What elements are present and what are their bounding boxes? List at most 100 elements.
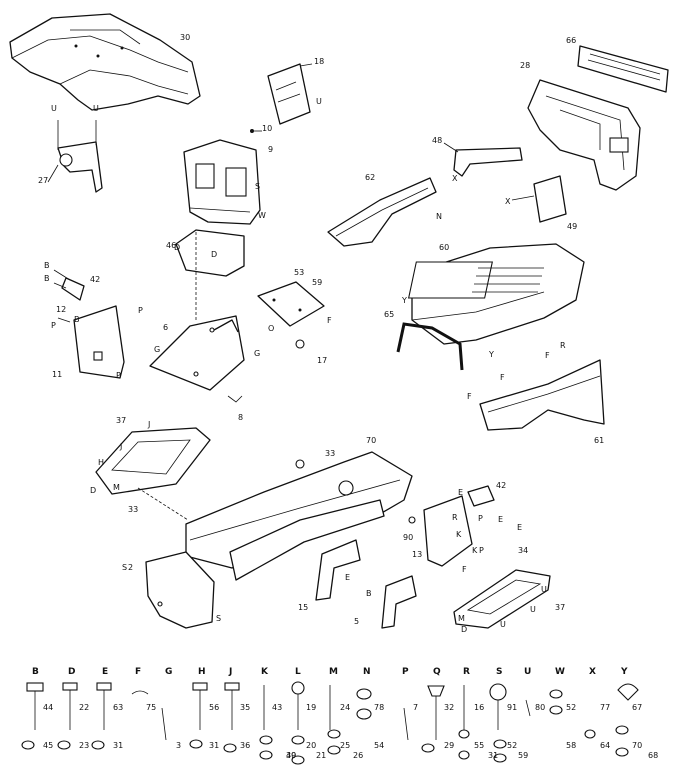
part-frame <box>137 451 413 581</box>
callout-cE3: E <box>517 523 522 532</box>
hardware-top-K: 43 <box>272 703 282 712</box>
hardware-top-E: 63 <box>113 703 123 712</box>
part-label-p27: 27 <box>38 176 48 185</box>
callout-cD4: D <box>461 625 467 634</box>
part-label-p61: 61 <box>594 436 604 445</box>
hardware-top-H: 56 <box>209 703 219 712</box>
part-label-p42a: 42 <box>90 275 100 284</box>
bolt-H <box>192 682 208 730</box>
hardware-header-R: R <box>463 667 470 677</box>
part-label-p59: 59 <box>312 278 322 287</box>
hardware-header-M: M <box>329 667 338 677</box>
hardware-header-S: S <box>496 667 502 677</box>
hardware-bottom-G: 3 <box>176 741 181 750</box>
part-label-p8: 8 <box>238 413 243 422</box>
callout-cH1: H <box>98 458 104 467</box>
part-62-rail <box>327 177 437 247</box>
callout-cP2: P <box>51 321 56 330</box>
bolt-E <box>96 682 112 730</box>
bolt-Y <box>617 683 639 701</box>
hardware-top-W: 52 <box>566 703 576 712</box>
callout-cU1: U <box>51 104 57 113</box>
hardware-bottom-M: 25 <box>340 741 350 750</box>
hardware-header-E: E <box>102 667 108 677</box>
hardware-bottom-W: 58 <box>566 741 576 750</box>
callout-cP3: P <box>116 371 121 380</box>
part-label-p5: 5 <box>354 617 359 626</box>
part-label-p34: 34 <box>518 546 528 555</box>
part-9-dash-panel <box>183 129 262 225</box>
hardware-header-N: N <box>363 667 371 677</box>
callout-cO1: O <box>268 324 274 333</box>
part-60-hood <box>407 243 585 345</box>
part-label-p46: 46 <box>166 241 176 250</box>
part-label-p37a: 37 <box>116 416 126 425</box>
hardware-bottom-N: 54 <box>374 741 384 750</box>
hardware-bottom-S: 52 <box>507 741 517 750</box>
hardware-bottom-K2: 39 <box>286 751 296 760</box>
part-15-bracket <box>315 539 361 601</box>
part-label-p66: 66 <box>566 36 576 45</box>
callout-cX1: X <box>452 174 458 183</box>
part-label-p42b: 42 <box>496 481 506 490</box>
hardware-top-L: 19 <box>306 703 316 712</box>
hardware-bottom-H: 31 <box>209 741 219 750</box>
callout-cY2: Y <box>488 350 494 359</box>
bolt-D <box>62 682 78 730</box>
hardware-bottom-K3: 40 <box>286 751 296 760</box>
part-27-bracket <box>47 120 103 193</box>
hardware-bottom-S2: 59 <box>518 751 528 760</box>
bolt-J <box>224 682 240 730</box>
callout-cF1: F <box>327 316 332 325</box>
hardware-top-P: 7 <box>413 703 418 712</box>
part-49-bracket <box>511 175 567 223</box>
hardware-header-H: H <box>198 667 206 677</box>
callout-cK2: K <box>472 546 478 555</box>
hardware-top-D: 22 <box>79 703 89 712</box>
callout-cF4: F <box>467 392 472 401</box>
hardware-top-J: 35 <box>240 703 250 712</box>
callout-cW1: W <box>258 211 266 220</box>
callout-cE4: E <box>345 573 350 582</box>
callout-cF2: F <box>545 351 550 360</box>
hardware-bottom-L2: 21 <box>316 751 326 760</box>
part-30-fender <box>9 13 201 111</box>
part-label-p37b: 37 <box>555 603 565 612</box>
hardware-header-F: F <box>135 667 141 677</box>
hardware-header-Q: Q <box>433 667 441 677</box>
hardware-top-M: 24 <box>340 703 350 712</box>
hardware-top-R: 16 <box>474 703 484 712</box>
part-5-bracket <box>381 575 417 629</box>
part-label-p33a: 33 <box>325 449 335 458</box>
callout-cF5: F <box>462 565 467 574</box>
part-18-bracket <box>267 63 313 125</box>
hardware-top-B: 44 <box>43 703 53 712</box>
hardware-header-W: W <box>555 667 565 677</box>
callout-cR2: R <box>452 513 458 522</box>
hardware-header-B: B <box>32 667 39 677</box>
part-label-p90: 90 <box>403 533 413 542</box>
part-label-p13: 13 <box>412 550 422 559</box>
part-label-p49: 49 <box>567 222 577 231</box>
hardware-bottom-L: 20 <box>306 741 316 750</box>
hardware-top-F: 75 <box>146 703 156 712</box>
washers <box>21 688 629 765</box>
callout-cF3: F <box>500 373 505 382</box>
part-11-bracket <box>53 269 125 379</box>
part-label-p12: 12 <box>56 305 66 314</box>
hardware-header-D: D <box>68 667 75 677</box>
callout-cB4: B <box>366 589 372 598</box>
hardware-top-Q: 32 <box>444 703 454 712</box>
callout-cX2: X <box>505 197 511 206</box>
callout-cU5: U <box>530 605 536 614</box>
callout-cS2: S <box>122 563 127 572</box>
part-66-grille <box>577 45 669 93</box>
hardware-header-J: J <box>228 667 232 677</box>
hardware-bottom-X: 64 <box>600 741 610 750</box>
hardware-header-X: X <box>589 667 596 677</box>
part-28-frame <box>527 79 641 191</box>
callout-cU6: U <box>500 620 506 629</box>
callout-cS1: S <box>255 182 260 191</box>
bolt-L <box>291 681 305 730</box>
part-label-p10: 10 <box>262 124 272 133</box>
